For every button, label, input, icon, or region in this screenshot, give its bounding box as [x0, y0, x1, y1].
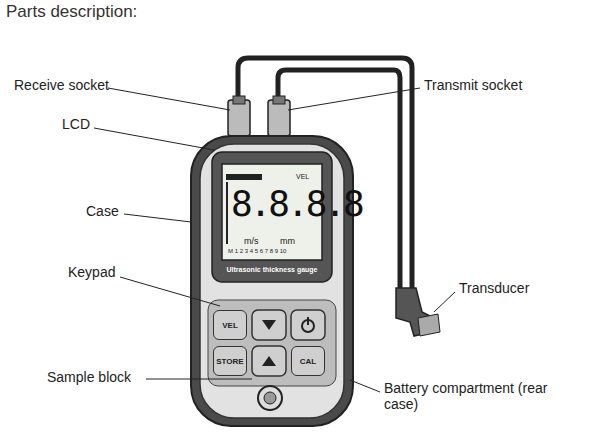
lcd-text: M 1 2 3 4 5 6 7 8 9 10: [228, 248, 286, 255]
key-button: CAL: [291, 346, 325, 376]
part-label: Keypad: [68, 264, 115, 280]
bezel-text: Ultrasonic thickness gauge: [226, 266, 317, 274]
lcd-unit: m/s: [244, 236, 259, 246]
part-label: Transducer: [459, 280, 529, 296]
part-label: Transmit socket: [424, 77, 522, 93]
key-button: VEL: [213, 310, 247, 340]
title: Parts description:: [6, 2, 137, 22]
lcd-digits: 8.8.8.8: [231, 186, 362, 222]
part-label: Sample block: [47, 369, 131, 385]
lcd-unit: mm: [280, 236, 295, 246]
part-label: Receive socket: [14, 77, 109, 93]
part-label: LCD: [62, 116, 90, 132]
key-button: STORE: [213, 346, 247, 376]
key-label: STORE: [216, 357, 243, 366]
part-label: Case: [86, 203, 119, 219]
key-label: CAL: [300, 357, 316, 366]
lcd-text: VEL: [296, 173, 309, 181]
key-label: VEL: [222, 321, 238, 330]
part-label: Battery compartment (rear case): [384, 380, 559, 412]
